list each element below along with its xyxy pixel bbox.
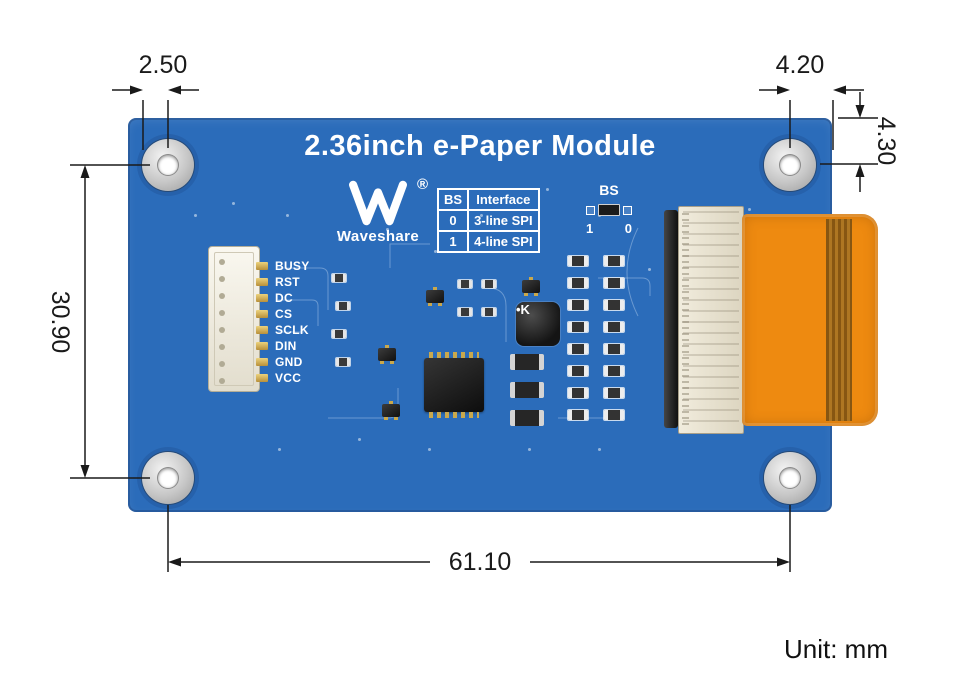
smd-resistor: [567, 299, 589, 311]
bs-jumper-graphic: [576, 201, 642, 219]
mounting-hole-bottom-left: [142, 452, 194, 504]
smd-resistor: [457, 279, 473, 289]
fpc-connector-actuator: [664, 210, 678, 428]
smd-transistor: [382, 401, 400, 420]
smd-resistor: [481, 307, 497, 317]
pin-row: BUSY: [256, 260, 310, 272]
smd-resistor: [603, 321, 625, 333]
dimension-left-value: 30.90: [46, 290, 74, 354]
bs-jumper: BS 1 0: [576, 182, 642, 236]
pin-row: VCC: [256, 372, 301, 384]
smd-capacitor: [510, 382, 544, 398]
bs-table-cell: 3-line SPI: [467, 209, 540, 232]
dimension-top-left-lines: [112, 85, 199, 150]
bs-table-cell: 0: [436, 209, 470, 232]
smd-resistor: [603, 299, 625, 311]
waveshare-logo-icon: [349, 180, 407, 226]
driver-ic: [424, 352, 484, 418]
pin-row: GND: [256, 356, 303, 368]
smd-resistor: [567, 343, 589, 355]
pin-label-gnd: GND: [275, 355, 303, 369]
silkscreen-traces: [278, 227, 651, 419]
bs-jumper-label: BS: [599, 182, 619, 198]
pcb-board: 2.36inch e-Paper Module ® Waveshare BS I…: [128, 118, 878, 512]
mounting-hole-bottom-right: [764, 452, 816, 504]
pin-label-sclk: SCLK: [275, 323, 309, 337]
pin-label-vcc: VCC: [275, 371, 302, 385]
smd-capacitor: [510, 410, 544, 426]
dimension-left-lines: [70, 164, 150, 479]
smd-resistor: [567, 409, 589, 421]
pin-pad: [256, 294, 268, 302]
dimension-top-left-value: 2.50: [138, 51, 188, 79]
smd-resistor: [567, 255, 589, 267]
dimension-right-lines: [820, 92, 878, 192]
smd-resistor: [603, 343, 625, 355]
bs-table-cell: 1: [436, 230, 470, 253]
smd-resistor: [603, 255, 625, 267]
smd-resistor: [567, 277, 589, 289]
smd-resistor: [567, 387, 589, 399]
pin-pad: [256, 278, 268, 286]
pin-row: SCLK: [256, 324, 309, 336]
pin-pad: [256, 342, 268, 350]
pin-label-busy: BUSY: [275, 259, 310, 273]
dimension-right-value: 4.30: [872, 116, 900, 166]
board-title: 2.36inch e-Paper Module: [304, 130, 656, 162]
jumper-resistor: [598, 204, 620, 216]
power-inductor: •K: [516, 302, 560, 346]
smd-transistor: [522, 277, 540, 296]
bs-jumper-value-0: 0: [624, 221, 632, 236]
pin-row: RST: [256, 276, 300, 288]
smd-capacitor: [510, 354, 544, 370]
dimension-top-right-value: 4.20: [775, 51, 825, 79]
smd-resistor: [567, 365, 589, 377]
smd-transistor: [426, 287, 444, 306]
smd-resistor: [603, 365, 625, 377]
pin-label-cs: CS: [275, 307, 293, 321]
bs-jumper-values: 1 0: [576, 221, 642, 236]
pin-row: CS: [256, 308, 292, 320]
pin-pad: [256, 374, 268, 382]
pin-pad: [256, 262, 268, 270]
smd-resistor: [331, 273, 347, 283]
bs-table-header-interface: Interface: [467, 188, 540, 211]
smd-resistor: [335, 301, 351, 311]
pin-label-dc: DC: [275, 291, 293, 305]
dimension-top-right-lines: [759, 85, 864, 150]
pin-pad: [256, 358, 268, 366]
smd-resistor: [603, 277, 625, 289]
unit-label: Unit: mm: [784, 634, 888, 664]
pin-label-rst: RST: [275, 275, 300, 289]
pin-pad: [256, 310, 268, 318]
smd-resistor: [567, 321, 589, 333]
pin-row: DC: [256, 292, 293, 304]
pin-row: DIN: [256, 340, 297, 352]
pin-header-connector: [208, 246, 260, 392]
jumper-pad: [586, 205, 595, 215]
bs-jumper-value-1: 1: [586, 221, 594, 236]
smd-resistor: [481, 279, 497, 289]
waveshare-logo: ® Waveshare: [328, 176, 428, 245]
fpc-connector-body: [678, 206, 744, 434]
smd-resistor: [603, 387, 625, 399]
smd-resistor: [335, 357, 351, 367]
bs-interface-table: BS Interface 0 3-line SPI 1 4-line SPI: [436, 188, 540, 253]
smd-transistor: [378, 345, 396, 364]
smd-resistor: [603, 409, 625, 421]
pin-pad: [256, 326, 268, 334]
dimension-bottom-value: 61.10: [430, 547, 530, 577]
brand-name: Waveshare: [336, 228, 420, 245]
bs-table-header-bs: BS: [436, 188, 470, 211]
flex-cable: [742, 214, 878, 426]
smd-resistor: [457, 307, 473, 317]
registered-trademark-icon: ®: [416, 176, 428, 193]
smd-resistor: [331, 329, 347, 339]
pin-label-din: DIN: [275, 339, 297, 353]
jumper-pad: [623, 205, 632, 215]
bs-table-cell: 4-line SPI: [467, 230, 540, 253]
